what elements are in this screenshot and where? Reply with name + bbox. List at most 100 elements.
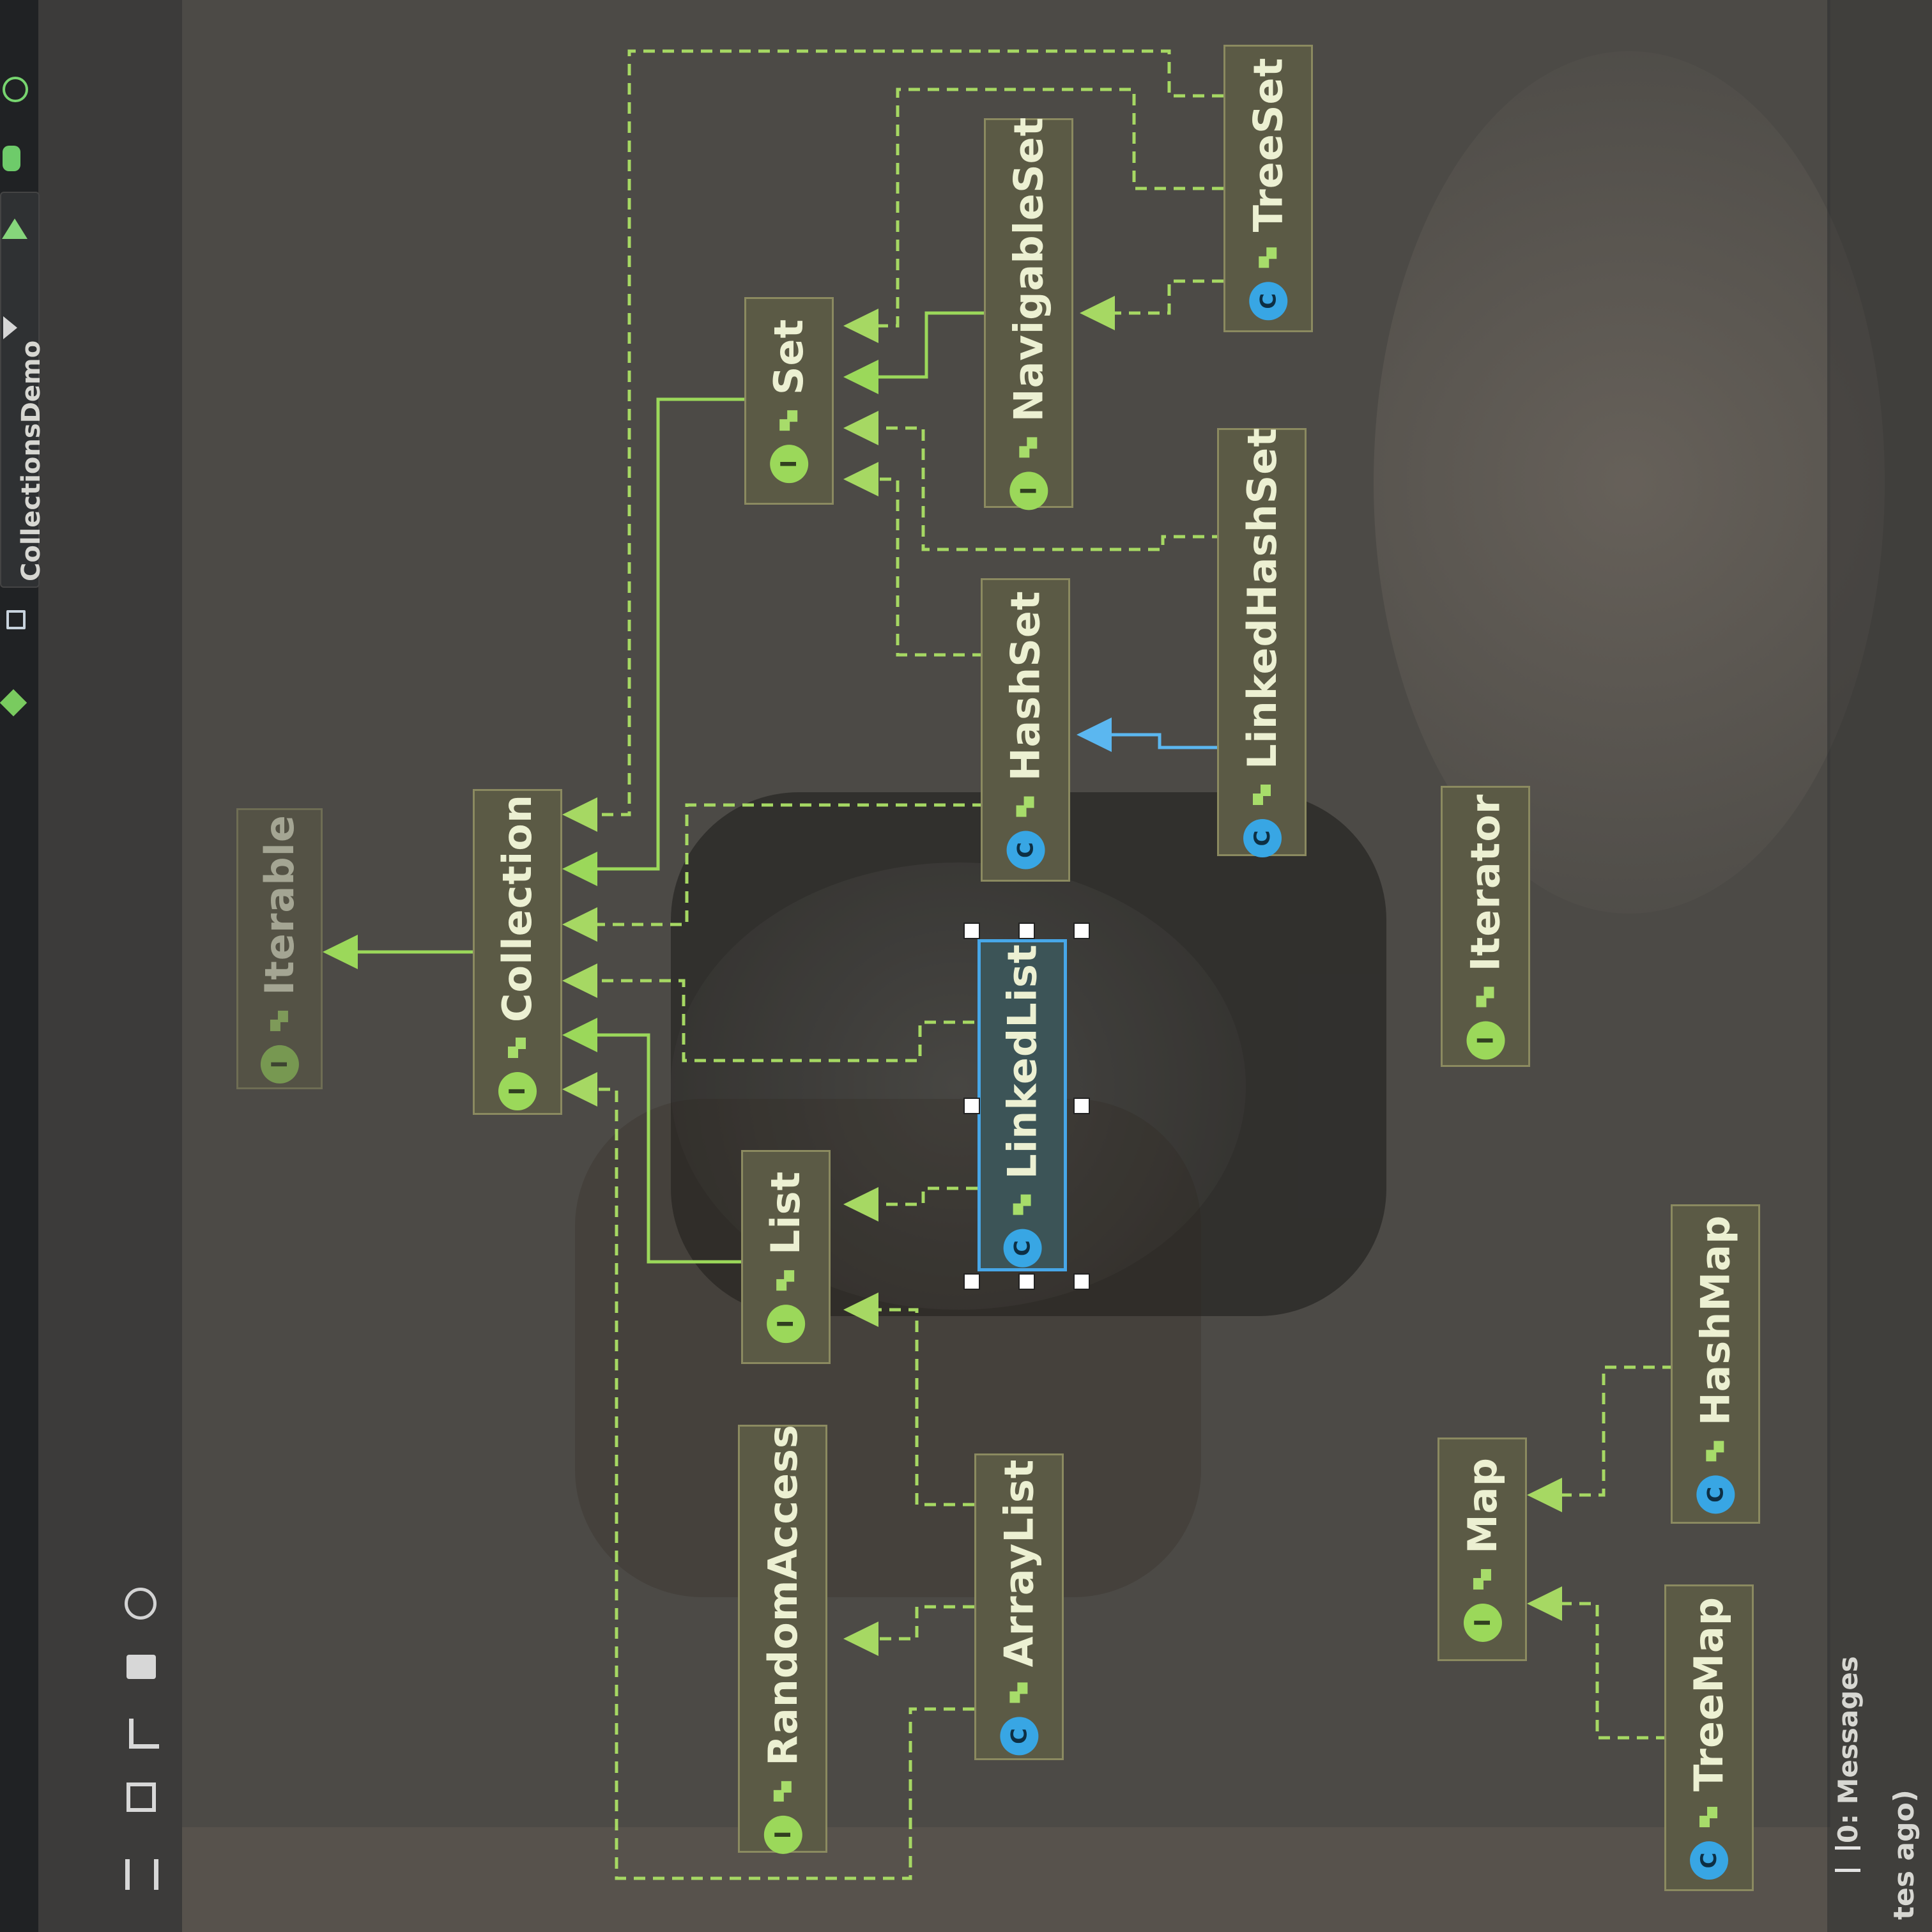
edge-treeset-navigableset: [1096, 279, 1223, 315]
package-icon: [1259, 246, 1278, 268]
package-icon: [1473, 1567, 1492, 1589]
interface-icon: I: [260, 1045, 299, 1084]
arrow-arraylist-collection: [562, 1072, 597, 1107]
selection-handle[interactable]: [963, 1273, 980, 1290]
selection-handle[interactable]: [963, 923, 980, 939]
package-icon: [1019, 436, 1038, 457]
interface-icon: I: [1463, 1603, 1502, 1642]
edge-linkedlist-collection: [575, 979, 974, 1062]
debug-icon[interactable]: [3, 146, 20, 171]
edge-list-collection: [575, 1033, 744, 1264]
interface-icon: I: [498, 1071, 537, 1110]
selection-handle[interactable]: [1073, 1098, 1090, 1114]
arrow-list-collection: [562, 1018, 597, 1052]
coverage-icon[interactable]: [3, 77, 28, 102]
package-icon: [508, 1036, 527, 1058]
package-icon: [1009, 1681, 1029, 1703]
package-icon: [1699, 1805, 1719, 1827]
arrow-treeset-set: [843, 309, 878, 343]
class-icon: C: [1696, 1475, 1735, 1514]
package-icon: [1476, 985, 1495, 1007]
arrow-hashset-set: [843, 462, 878, 496]
zoom-search-icon[interactable]: [125, 1588, 157, 1620]
arrow-randomaccess: [843, 1621, 878, 1656]
edge-arraylist-collection: [575, 1087, 974, 1880]
project-dropdown-icon[interactable]: [3, 316, 17, 339]
class-icon: C: [1006, 831, 1045, 870]
selection-handle[interactable]: [1073, 923, 1090, 939]
edge-hashmap-map: [1543, 1365, 1674, 1497]
selection-handle[interactable]: [963, 1098, 980, 1114]
edge-treeset-set: [859, 88, 1223, 328]
interface-icon: I: [1466, 1020, 1505, 1059]
edge-arraylist-list: [859, 1308, 974, 1506]
arrow-linkedhashset-hashset: [1077, 717, 1112, 752]
arrow-arraylist-list: [843, 1292, 878, 1327]
fit-content-icon[interactable]: [125, 1859, 158, 1890]
package-icon: [1016, 795, 1035, 817]
interface-icon: I: [1009, 471, 1048, 510]
class-icon: C: [1690, 1841, 1729, 1880]
edge-linkedlist-list: [859, 1186, 977, 1206]
edge-linkedhashset-set: [859, 426, 1223, 551]
project-icon[interactable]: [6, 610, 26, 629]
arrow-treeset-navigableset: [1080, 296, 1115, 330]
class-icon: C: [1249, 281, 1287, 320]
edge-arraylist-randomaccess: [859, 1605, 974, 1641]
arrow-linkedhashset-set: [843, 411, 878, 445]
interface-icon: I: [767, 1305, 805, 1344]
save-icon[interactable]: [126, 1782, 156, 1812]
selection-handle[interactable]: [1073, 1273, 1090, 1290]
bottom-tool-window-bar: [1827, 0, 1932, 1932]
edge-hashset-collection: [575, 803, 984, 926]
package-icon: [1013, 1193, 1032, 1215]
package-icon: [1252, 783, 1271, 805]
arrow-linkedlist-collection: [562, 963, 597, 998]
arrow-navigableset-set: [843, 360, 878, 394]
arrow-collection-iterable: [323, 935, 358, 969]
selection-handle[interactable]: [1018, 1273, 1035, 1290]
edge-hashset-set: [859, 477, 984, 657]
print-icon[interactable]: [126, 1655, 156, 1679]
arrow-linkedlist-list: [843, 1187, 878, 1222]
class-icon: C: [1003, 1229, 1042, 1268]
interface-icon: I: [770, 445, 808, 484]
edge-set-collection: [575, 397, 747, 871]
package-icon: [270, 1009, 289, 1031]
diagram-toolbar: [38, 0, 182, 1932]
arrow-treeset-collection: [562, 797, 597, 832]
package-icon: [776, 1269, 795, 1291]
messages-menu-icon[interactable]: [1835, 1846, 1860, 1872]
class-icon: C: [1000, 1716, 1038, 1755]
edge-navigableset-set: [859, 311, 987, 379]
edge-treeset-collection: [575, 49, 1223, 816]
arrow-set-collection: [562, 852, 597, 886]
edge-treemap-map: [1543, 1602, 1667, 1740]
export-icon[interactable]: [129, 1719, 159, 1749]
edge-linkedhashset-hashset: [1092, 733, 1220, 749]
package-icon: [779, 409, 799, 431]
arrow-treemap-map: [1527, 1586, 1562, 1621]
run-icon[interactable]: [2, 218, 27, 239]
interface-icon: I: [763, 1815, 802, 1854]
selection-handle[interactable]: [1018, 923, 1035, 939]
arrow-hashset-collection: [562, 907, 597, 942]
project-selector[interactable]: [0, 192, 40, 588]
